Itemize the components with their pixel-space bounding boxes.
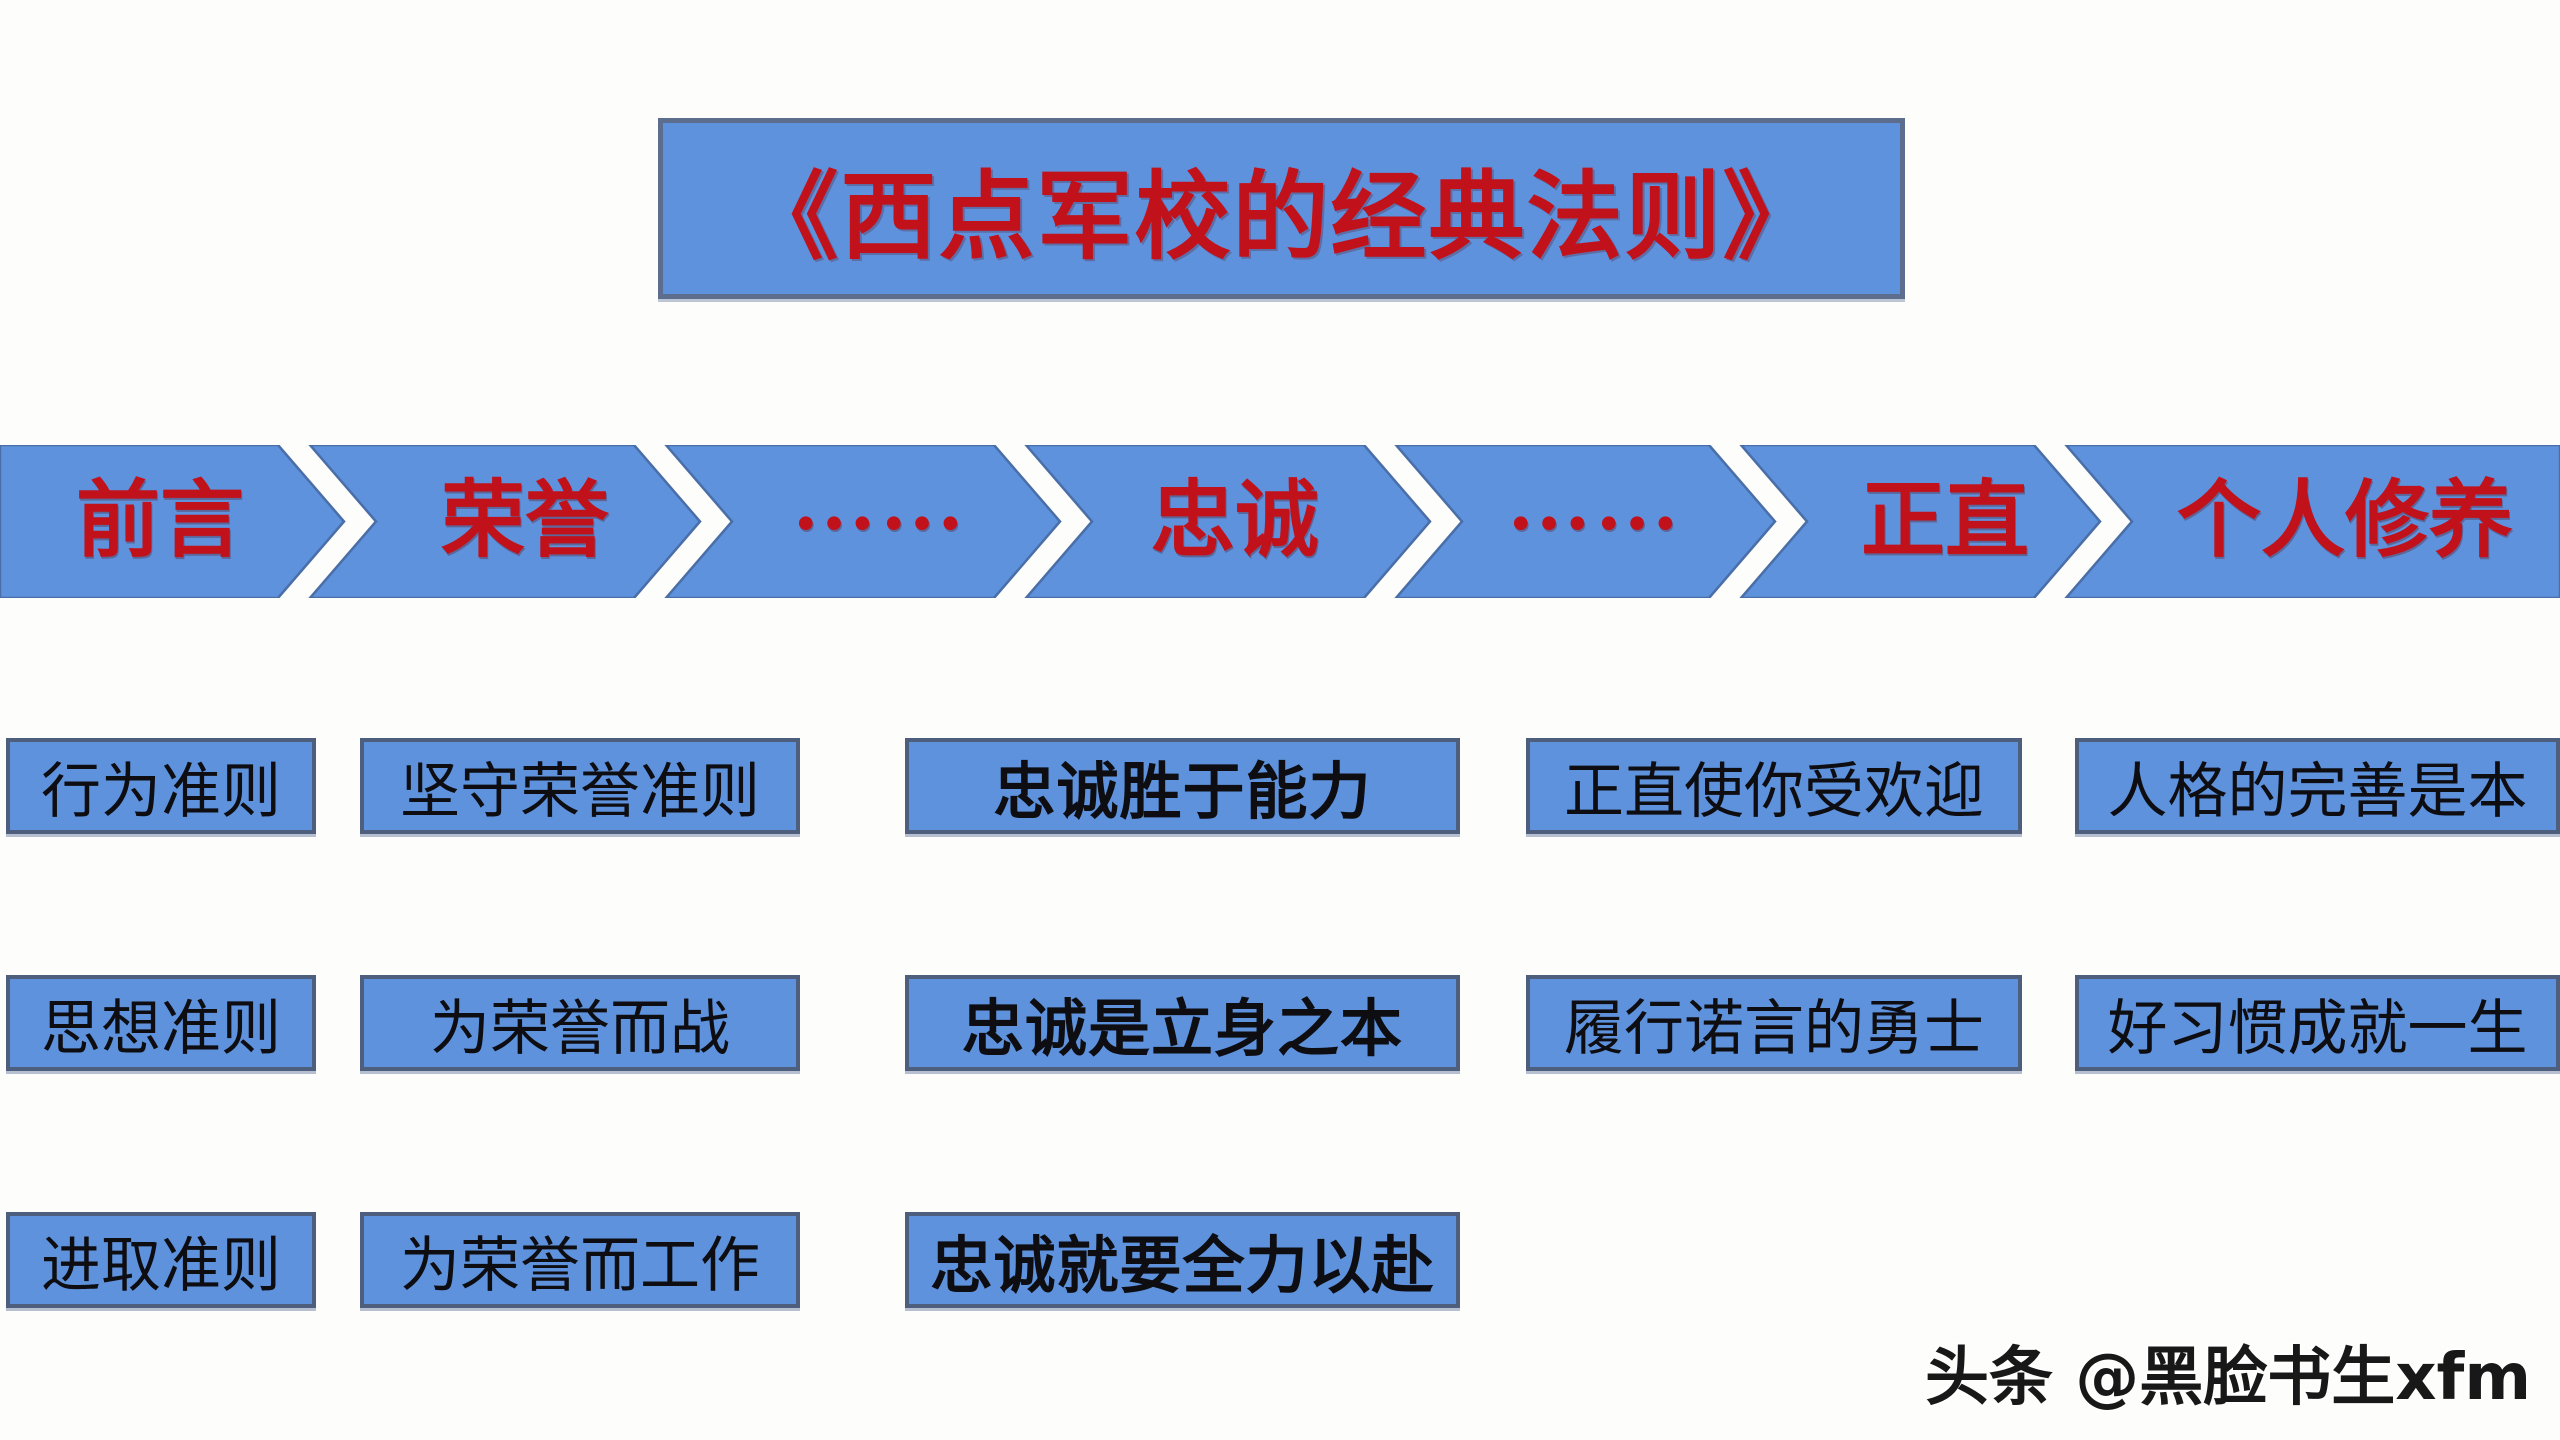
rule-box: 忠诚胜于能力 (905, 738, 1460, 834)
rule-box: 行为准则 (6, 738, 316, 834)
rule-box: 为荣誉而战 (360, 975, 800, 1071)
chevron-shape-1 (0, 445, 346, 598)
rule-box: 进取准则 (6, 1212, 316, 1308)
chevron-shape-5 (1394, 445, 1777, 598)
rule-text: 人格的完善是本 (2107, 758, 2528, 825)
rule-text: 忠诚就要全力以赴 (930, 1233, 1435, 1301)
rule-text: 坚守荣誉准则 (400, 758, 760, 825)
chevron-shape-7 (2064, 445, 2560, 598)
rule-box: 坚守荣誉准则 (360, 738, 800, 834)
flow-step-rongyu: 荣誉 (440, 475, 609, 568)
rule-box: 思想准则 (6, 975, 316, 1071)
rule-box: 正直使你受欢迎 (1526, 738, 2022, 834)
rule-text: 进取准则 (41, 1232, 281, 1299)
rule-text: 正直使你受欢迎 (1564, 758, 1984, 825)
flow-step-qianyan: 前言 (75, 475, 244, 568)
page-title: 《西点军校的经典法则》 (742, 164, 1821, 271)
rule-text: 思想准则 (41, 995, 281, 1062)
chevron-shape-6 (1739, 445, 2102, 598)
rule-text: 为荣誉而战 (430, 995, 730, 1062)
title-banner: 《西点军校的经典法则》 (658, 118, 1905, 299)
flow-step-zhengzhi: 正直 (1860, 475, 2029, 568)
rule-box: 忠诚是立身之本 (905, 975, 1460, 1071)
flow-chevron-band (0, 445, 2560, 598)
rule-box: 好习惯成就一生 (2075, 975, 2560, 1071)
flow-step-ellipsis-1: …… (792, 455, 968, 548)
chevron-shape-3 (664, 445, 1062, 598)
rule-box: 履行诺言的勇士 (1526, 975, 2022, 1071)
rule-text: 忠诚胜于能力 (993, 759, 1372, 827)
rule-box: 人格的完善是本 (2075, 738, 2560, 834)
rule-text: 为荣誉而工作 (400, 1232, 760, 1299)
flow-step-ellipsis-2: …… (1507, 455, 1683, 548)
rule-text: 行为准则 (41, 758, 281, 825)
flow-step-gerenxiuyang: 个人修养 (2176, 475, 2513, 568)
chevron-shape-4 (1024, 445, 1432, 598)
rule-text: 忠诚是立身之本 (961, 996, 1403, 1064)
rule-text: 履行诺言的勇士 (1564, 995, 1984, 1062)
chevron-shape-2 (308, 445, 702, 598)
rule-box: 忠诚就要全力以赴 (905, 1212, 1460, 1308)
flow-step-zhongcheng: 忠诚 (1150, 475, 1319, 568)
watermark-text: 头条 @黑脸书生xfm (1925, 1341, 2532, 1415)
rule-text: 好习惯成就一生 (2107, 995, 2528, 1062)
rule-box: 为荣誉而工作 (360, 1212, 800, 1308)
